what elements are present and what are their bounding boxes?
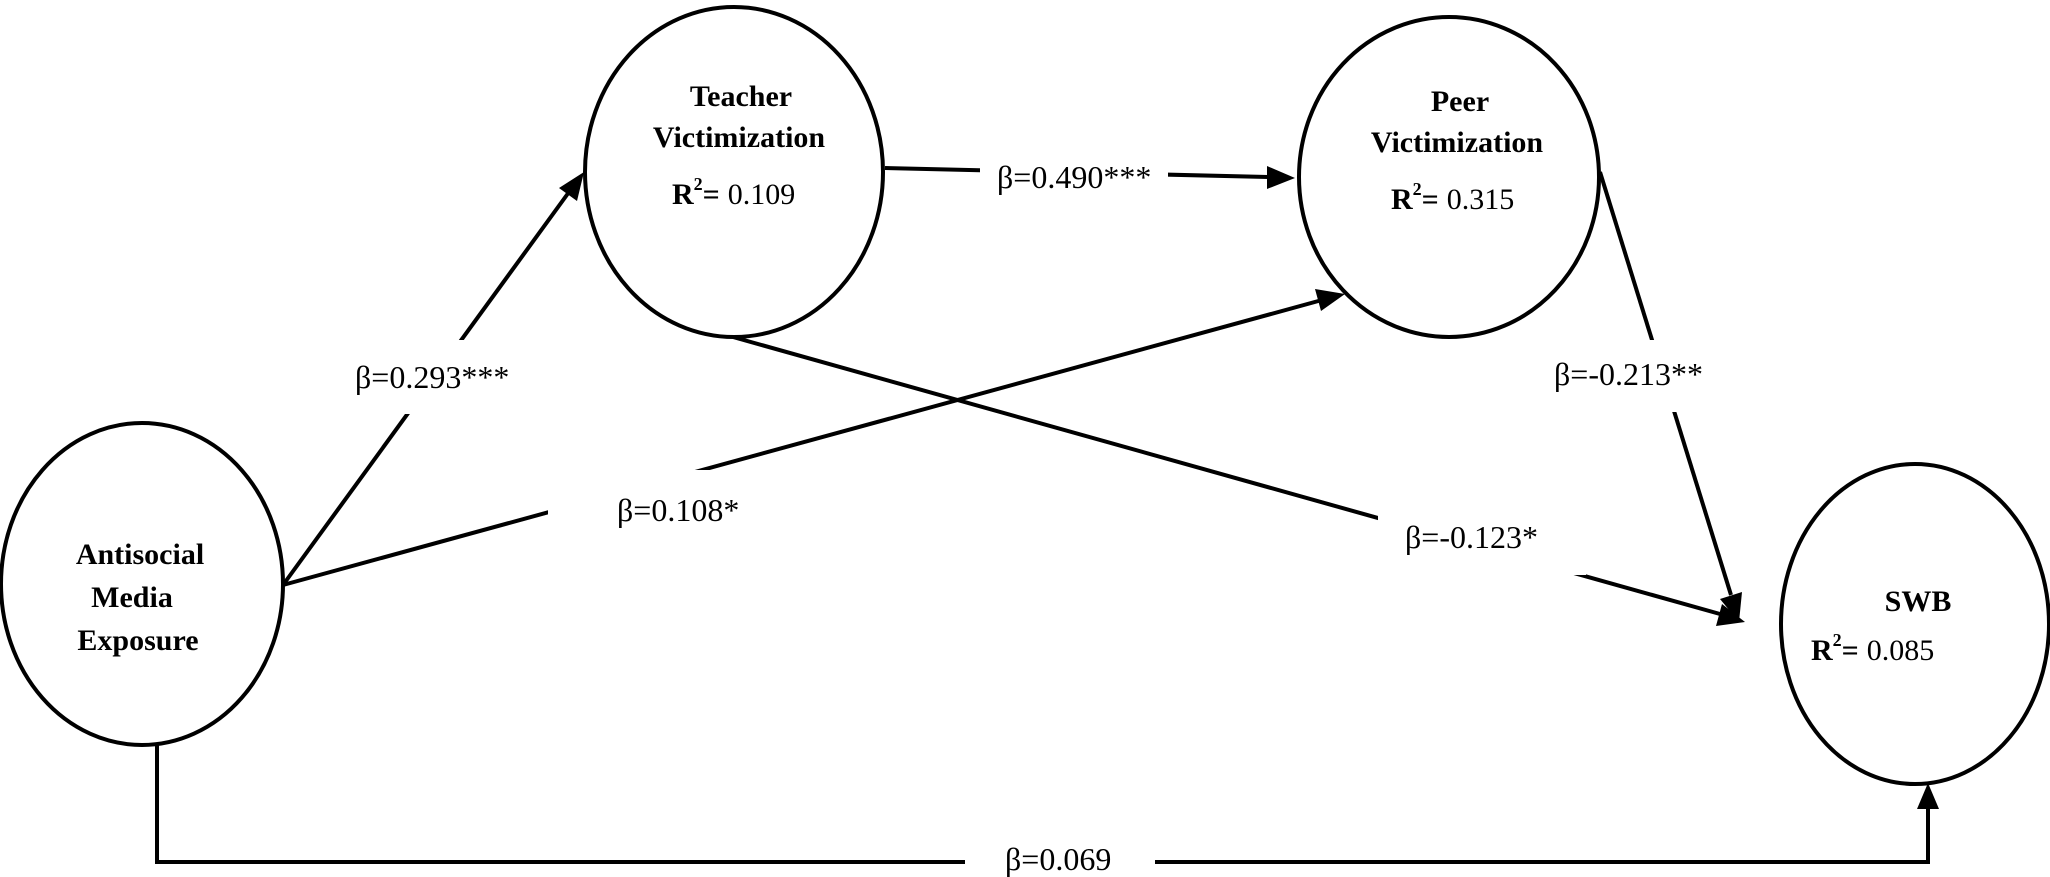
path-coef-antisocial-swb: β=0.069 — [1005, 841, 1111, 877]
node-peer-victimization: Peer Victimization R2=0.315 — [1297, 15, 1601, 339]
node-antisocial-media-exposure: Antisocial Media Exposure — [0, 421, 285, 747]
node-teacher-line-2: Victimization — [653, 121, 825, 154]
node-peer-r2: R2=0.315 — [1391, 179, 1514, 216]
path-coef-antisocial-peer: β=0.108* — [617, 492, 739, 528]
node-peer-line-1: Peer — [1431, 85, 1489, 118]
edge-antisocial-to-peer — [282, 289, 1345, 587]
node-teacher-victimization: Teacher Victimization R2=0.109 — [583, 5, 885, 339]
path-coef-teacher-peer: β=0.490*** — [997, 159, 1151, 195]
node-peer-line-2: Victimization — [1371, 126, 1543, 159]
node-antisocial-line-2: Media — [91, 581, 173, 614]
node-swb: SWB R2=0.085 — [1779, 462, 2050, 786]
path-coef-antisocial-teacher: β=0.293*** — [355, 359, 509, 395]
node-teacher-line-1: Teacher — [690, 80, 792, 113]
node-swb-line-1: SWB — [1885, 585, 1952, 618]
path-coef-peer-swb: β=-0.213** — [1554, 356, 1703, 392]
path-coef-teacher-swb: β=-0.123* — [1405, 519, 1538, 555]
node-teacher-r2: R2=0.109 — [672, 174, 795, 211]
node-swb-r2: R2=0.085 — [1811, 630, 1934, 667]
node-antisocial-line-1: Antisocial — [76, 538, 204, 571]
node-antisocial-line-3: Exposure — [77, 624, 198, 657]
